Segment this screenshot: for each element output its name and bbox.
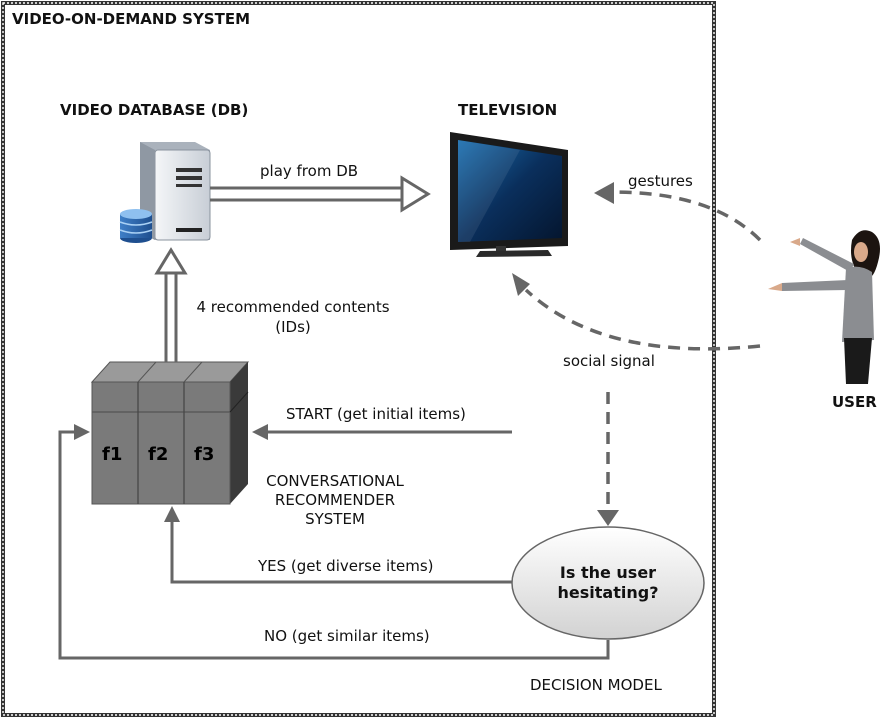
social-signal-arrow [512,273,761,351]
no-label: NO (get similar items) [264,627,430,645]
user-pointing-figure [768,230,880,384]
play-label: play from DB [260,162,359,180]
recommender-label-line3: SYSTEM [305,510,365,528]
recommender-label-line2: RECOMMENDER [274,491,396,509]
recommended-arrow [154,247,188,362]
start-label: START (get initial items) [286,405,466,423]
yes-arrow [164,506,512,584]
decision-question: Is the user hesitating? [528,563,688,603]
recommender-cube [90,361,250,505]
facet-f2: f2 [148,444,169,465]
recommender-label: CONVERSATIONAL RECOMMENDER SYSTEM [250,472,420,529]
recommended-label-line1: 4 recommended contents [196,298,390,316]
start-arrow [252,424,512,440]
database-label: VIDEO DATABASE (DB) [60,101,249,119]
play-arrow [210,175,431,213]
gestures-arrow [594,182,762,242]
television-icon [450,132,568,257]
system-border [1,1,716,717]
facet-f3: f3 [194,444,215,465]
recommender-label-line1: CONVERSATIONAL [266,472,404,490]
social-signal-label: social signal [563,352,655,370]
recommended-label: 4 recommended contents (IDs) [188,298,398,336]
yes-label: YES (get diverse items) [258,557,434,575]
decision-question-line2: hesitating? [557,583,659,602]
decision-model-label: DECISION MODEL [530,676,662,694]
decision-question-line1: Is the user [559,563,657,582]
social-to-decision-arrow [597,392,619,526]
user-label: USER [832,393,877,411]
no-arrow [58,424,610,660]
server-database-icon [119,142,211,243]
facet-f1: f1 [102,444,123,465]
television-label: TELEVISION [458,101,558,119]
recommended-label-line2: (IDs) [275,318,311,336]
gestures-label: gestures [628,172,693,190]
system-title: VIDEO-ON-DEMAND SYSTEM [12,10,251,28]
